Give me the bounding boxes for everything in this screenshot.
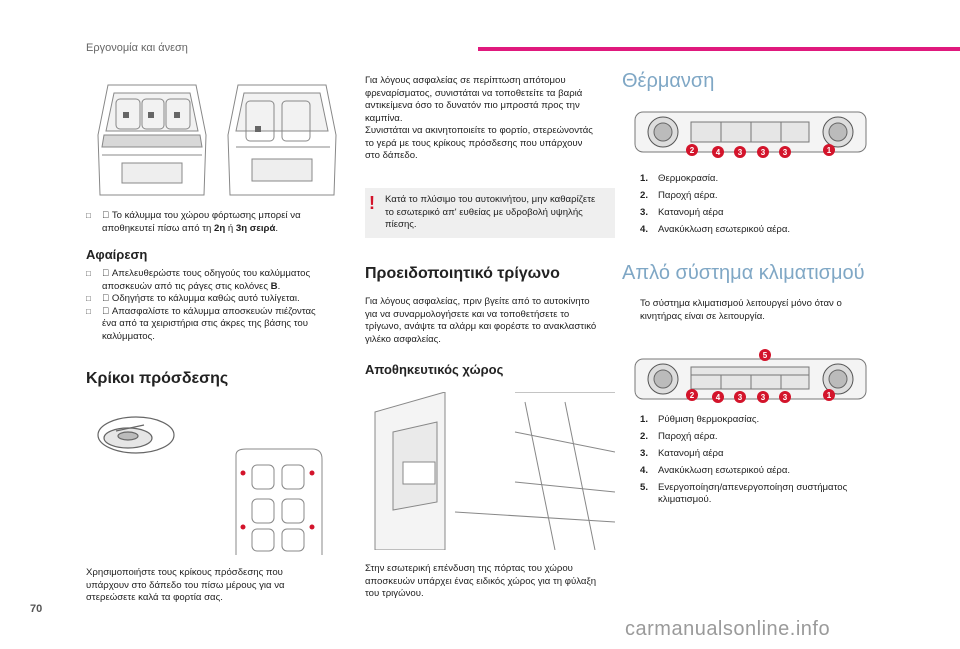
- ac-text: Το σύστημα κλιματισμού λειτουργεί μόνο ό…: [640, 298, 842, 322]
- bullet-icon: □: [86, 211, 91, 220]
- bullet-icon: □: [86, 269, 91, 278]
- label-b-marker: [255, 126, 261, 132]
- list-item: 4.Ανακύκλωση εσωτερικού αέρα.: [640, 465, 791, 476]
- storage-text: Στην εσωτερική επένδυση της πόρτας του χ…: [365, 563, 597, 599]
- bullet-icon: □: [86, 306, 91, 316]
- hook-location-marker: [309, 524, 315, 530]
- hook-location-marker: [240, 470, 246, 476]
- list-item: 2.Παροχή αέρα.: [640, 431, 718, 442]
- hooks-heading: Κρίκοι πρόσδεσης: [86, 370, 229, 387]
- list-item: 1.Θερμοκρασία.: [640, 173, 719, 184]
- triangle-storage-figure: [374, 392, 615, 550]
- warning-text: Κατά το πλύσιμο του αυτοκινήτου, μην καθ…: [385, 194, 596, 230]
- bullet-icon: □: [86, 294, 91, 303]
- callout-badge: 3: [783, 393, 788, 402]
- hook-location-marker: [309, 470, 315, 476]
- callout-badge: 3: [761, 148, 766, 157]
- list-item: □ Οδηγήστε το κάλυμμα καθώς αυτό τυλίγετ…: [86, 293, 300, 304]
- callout-badge: 3: [783, 148, 788, 157]
- list-item: 4.Ανακύκλωση εσωτερικού αέρα.: [640, 224, 791, 235]
- heating-legend: 1.Θερμοκρασία. 2.Παροχή αέρα. 3.Κατανομή…: [640, 173, 880, 241]
- page-number: 70: [30, 603, 43, 615]
- callout-badge: 3: [738, 148, 743, 157]
- list-item: 3.Κατανομή αέρα: [640, 448, 724, 459]
- car-top-view-icon: [235, 448, 323, 555]
- ac-legend: 1.Ρύθμιση θερμοκρασίας. 2.Παροχή αέρα. 3…: [640, 414, 880, 511]
- cargo-cover-figure: [86, 75, 346, 200]
- section-header: Εργονομία και άνεση: [86, 42, 188, 54]
- header-accent-bar: [478, 47, 960, 51]
- hook-location-marker: [240, 524, 246, 530]
- warning-box: ! Κατά το πλύσιμο του αυτοκινήτου, μην κ…: [365, 188, 615, 238]
- triangle-text: Για λόγους ασφαλείας, πριν βγείτε από το…: [365, 296, 597, 345]
- list-item: 3.Κατανομή αέρα: [640, 207, 724, 218]
- car-rear-view-right: [227, 84, 337, 196]
- removal-steps: □ Απελευθερώστε τους οδηγούς του καλύμμα…: [86, 268, 348, 343]
- heating-heading: Θέρμανση: [622, 70, 715, 92]
- list-item: 5.Ενεργοποίηση/απενεργοποίηση συστήματος: [640, 482, 848, 493]
- label-b-marker: [123, 112, 129, 118]
- list-item: 1.Ρύθμιση θερμοκρασίας.: [640, 414, 760, 425]
- hook-detail-icon: [97, 416, 175, 454]
- list-item: □ Απασφαλίστε το κάλυμμα αποσκευών πιέζο…: [86, 305, 316, 342]
- triangle-heading: Προειδοποιητικό τρίγωνο: [365, 265, 560, 282]
- warning-icon: !: [369, 193, 375, 213]
- list-item: κλιματισμού.: [658, 494, 712, 505]
- cover-storage-note: □ Το κάλυμμα του χώρου φόρτωσης μπορεί ν…: [86, 210, 301, 234]
- callout-badge: 5: [763, 351, 768, 360]
- callout-badge: 4: [716, 148, 721, 157]
- callout-badge: 4: [716, 393, 721, 402]
- label-b-marker: [148, 112, 154, 118]
- load-safety-text: Για λόγους ασφαλείας σε περίπτωση απότομ…: [365, 75, 593, 161]
- hooks-text: Χρησιμοποιήστε τους κρίκους πρόσδεσης πο…: [86, 567, 285, 603]
- callout-badge: 2: [690, 391, 695, 400]
- ac-heading: Απλό σύστημα κλιματισμού: [622, 262, 865, 284]
- list-item: □ Απελευθερώστε τους οδηγούς του καλύμμα…: [86, 268, 311, 292]
- ac-panel-figure: 5 2 4 3 3 3 1: [634, 349, 867, 403]
- removal-heading: Αφαίρεση: [86, 247, 148, 262]
- callout-badge: 2: [690, 146, 695, 155]
- callout-badge: 3: [738, 393, 743, 402]
- tailgate-interior-icon: [374, 392, 615, 550]
- label-b-marker: [174, 112, 180, 118]
- callout-badge: 1: [827, 391, 832, 400]
- watermark: carmanualsonline.info: [625, 618, 831, 640]
- callout-badge: 1: [827, 146, 832, 155]
- heating-panel-figure: 2 4 3 3 3 1: [634, 111, 867, 158]
- list-item: 2.Παροχή αέρα.: [640, 190, 718, 201]
- storage-heading: Αποθηκευτικός χώρος: [365, 362, 504, 377]
- callout-badge: 3: [761, 393, 766, 402]
- tie-down-hooks-figure: [97, 416, 323, 555]
